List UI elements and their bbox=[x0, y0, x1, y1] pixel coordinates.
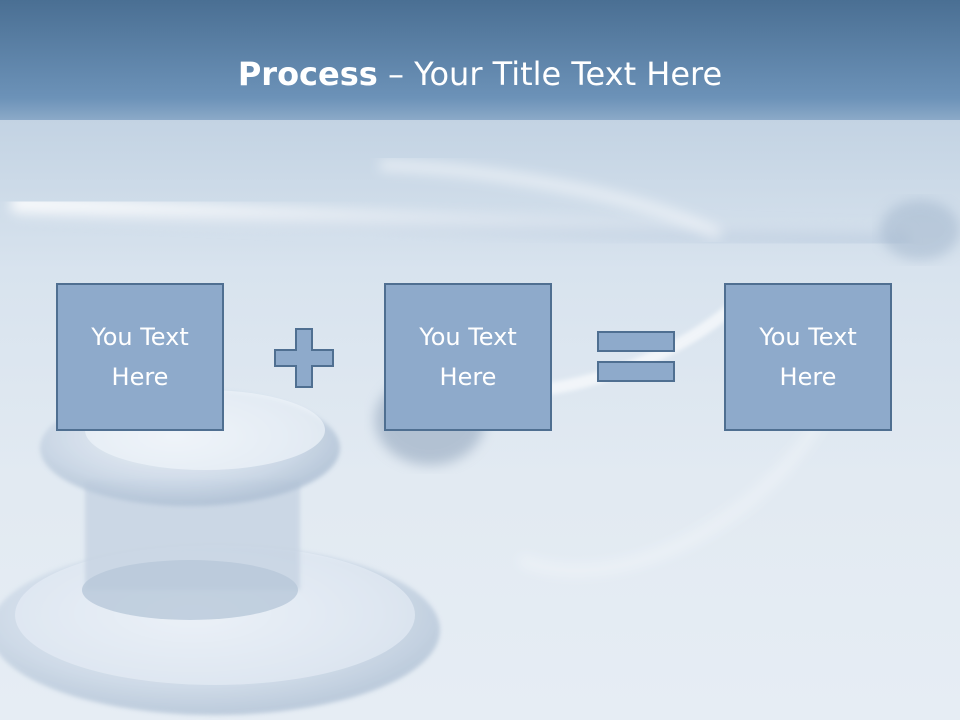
process-box-2[interactable]: You Text Here bbox=[384, 283, 552, 431]
title-rest: – Your Title Text Here bbox=[377, 55, 723, 93]
process-box-3[interactable]: You Text Here bbox=[724, 283, 892, 431]
slide-title: Process – Your Title Text Here bbox=[0, 52, 960, 96]
equals-icon bbox=[597, 331, 675, 382]
process-box-2-text: You Text Here bbox=[419, 323, 517, 391]
title-bold: Process bbox=[237, 55, 378, 93]
title-band bbox=[0, 0, 960, 140]
plus-icon bbox=[274, 328, 334, 388]
process-box-1-text: You Text Here bbox=[91, 323, 189, 391]
process-box-3-text: You Text Here bbox=[759, 323, 857, 391]
process-box-1[interactable]: You Text Here bbox=[56, 283, 224, 431]
